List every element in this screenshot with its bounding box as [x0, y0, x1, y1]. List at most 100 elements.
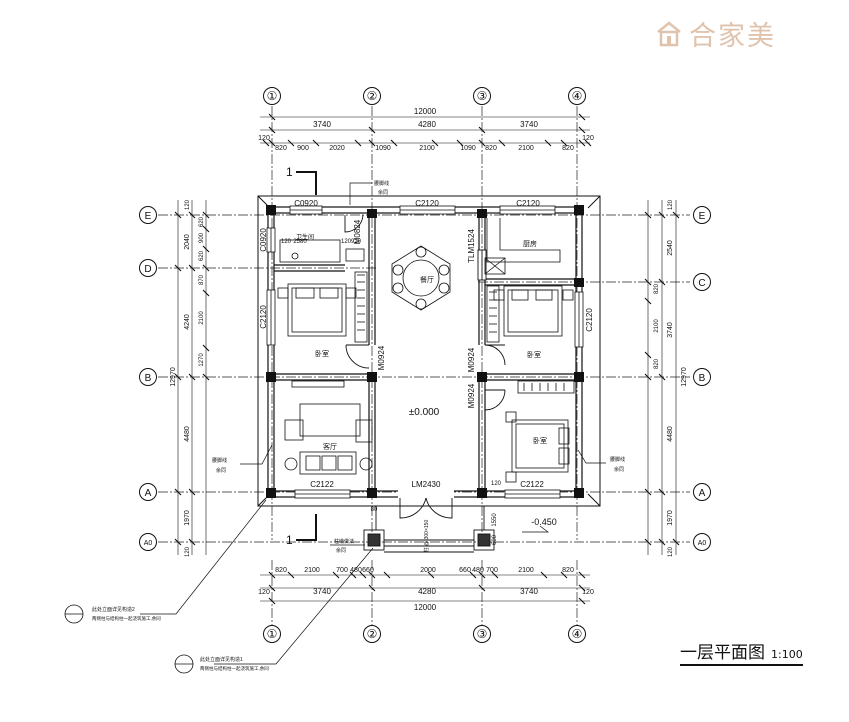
dim-left-span-2: 4240: [184, 314, 191, 330]
axis-col-1-bottom: ①: [267, 627, 278, 641]
note-2-body: 两侧柱与结构柱一起浇筑施工,余同: [200, 665, 269, 672]
dim-bot-edge-left: 120: [258, 589, 270, 596]
dim-top-edge-left: 120: [258, 135, 270, 142]
dim-bot-detail-2: 2100: [304, 567, 320, 574]
dim-porch-120: 120: [491, 481, 502, 487]
label-c2120-right: C2120: [585, 308, 594, 332]
dim-bot-detail-11: 820: [562, 567, 574, 574]
dim-porch-600: 600: [492, 534, 498, 545]
drawing-scale: 1:100: [771, 648, 803, 661]
dim-right-detail-2: 2100: [654, 319, 660, 333]
label-step-note: 柱 @ 300×150: [423, 520, 430, 553]
dim-bot-detail-4: 480: [350, 567, 362, 574]
section-mark-bottom: 1: [286, 533, 293, 547]
dim-right-detail-1: 820: [654, 283, 660, 294]
dim-bot-span-3: 3740: [520, 587, 538, 596]
axis-col-3-top: ③: [477, 89, 488, 103]
axis-row-a-left: A: [145, 488, 152, 499]
label-tlm1524: TLM1524: [467, 229, 476, 263]
dimension-ticks: [174, 113, 680, 605]
note-1-heading: 此处立面详见构造2: [92, 606, 135, 613]
dim-right-detail-3: 820: [654, 358, 660, 369]
watermark: 合家美: [655, 14, 776, 53]
dim-bot-span-1: 3740: [313, 587, 331, 596]
dim-bath-920: 920: [351, 239, 362, 245]
axis-row-a0-left: A0: [144, 540, 153, 547]
note-cornice-top-2: 余同: [378, 189, 388, 196]
label-c2120-top-1: C2120: [415, 199, 439, 208]
dim-top-detail-5: 2100: [419, 145, 435, 152]
room-bedroom-1: 卧室: [315, 349, 329, 358]
room-kitchen: 厨房: [523, 239, 537, 248]
dim-bot-edge-right: 120: [582, 589, 594, 596]
dim-porch-1550: 1550: [492, 513, 498, 527]
dim-left-span-1: 2040: [184, 234, 191, 250]
dim-left-detail-5: 2100: [199, 311, 205, 325]
roof-outline: [257, 195, 601, 507]
dim-bath-120b: 120: [341, 239, 352, 245]
axis-col-3-bottom: ③: [477, 627, 488, 641]
section-mark-top: 1: [286, 165, 293, 179]
outside-elevation: -0.450: [531, 517, 557, 527]
room-bedroom-3: 卧室: [533, 436, 547, 445]
dim-right-span-1: 2540: [667, 240, 674, 256]
dim-bot-detail-6: 2000: [420, 567, 436, 574]
dim-right-total: 12970: [681, 367, 688, 387]
axis-row-e-right: E: [699, 211, 706, 222]
dim-top-detail-1: 820: [275, 145, 287, 152]
label-m0824: M0824: [353, 219, 362, 244]
plan-text: ① ② ③ ④ ① ② ③ ④ E D B A A0 E C B A A0 12…: [92, 89, 706, 672]
axis-col-2-bottom: ②: [367, 627, 378, 641]
label-m0924-c: M0924: [467, 383, 476, 408]
furniture: [277, 218, 575, 483]
dim-top-edge-right: 120: [582, 135, 594, 142]
dim-bot-detail-1: 820: [275, 567, 287, 574]
dim-bot-detail-3: 700: [336, 567, 348, 574]
room-bedroom-2: 卧室: [527, 350, 541, 359]
dim-left-span-3: 4480: [184, 426, 191, 442]
dim-top-detail-7: 820: [485, 145, 497, 152]
dim-left-edge-bottom: 120: [185, 546, 191, 557]
label-c0920-left: C0920: [259, 228, 268, 252]
dim-left-total: 12970: [170, 367, 177, 387]
dim-top-detail-8: 2100: [518, 145, 534, 152]
dim-top-span-2: 4280: [418, 120, 436, 129]
note-2-heading: 此处立面详见构造1: [200, 656, 243, 663]
note-column: 柱墩做法: [334, 538, 354, 545]
label-c2122-a: C2122: [310, 480, 334, 489]
dim-bot-total: 12000: [414, 603, 437, 612]
dim-left-detail-2: 900: [199, 232, 205, 243]
drawing-title: 一层平面图 1:100: [680, 638, 803, 666]
dim-top-detail-3: 2020: [329, 145, 345, 152]
watermark-brand: 合家美: [689, 21, 776, 52]
porch: [363, 506, 495, 553]
dim-bath-width: 2580: [293, 239, 307, 245]
dim-bot-detail-10: 2100: [518, 567, 534, 574]
label-lm2430: LM2430: [412, 480, 441, 489]
doors: [344, 214, 506, 519]
axis-row-e-left: E: [145, 211, 152, 222]
dim-top-span-1: 3740: [313, 120, 331, 129]
dim-top-detail-4: 1090: [375, 145, 391, 152]
axis-row-d-left: D: [144, 264, 151, 275]
dim-left-detail-3: 620: [199, 250, 205, 261]
dim-right-span-3: 4480: [667, 426, 674, 442]
label-c2120-top-2: C2120: [516, 199, 540, 208]
interior-walls: [274, 213, 576, 491]
axis-col-1-top: ①: [267, 89, 278, 103]
drawing-title-text: 一层平面图: [680, 643, 765, 663]
dim-right-edge-bottom: 120: [668, 546, 674, 557]
dim-top-span-3: 3740: [520, 120, 538, 129]
dim-top-detail-9: 820: [562, 145, 574, 152]
dim-left-detail-4: 870: [199, 274, 205, 285]
note-cornice-top: 腰脚线: [374, 180, 389, 187]
axis-row-a0-right: A0: [698, 540, 707, 547]
dim-porch-80: 80: [371, 507, 378, 513]
axis-col-4-top: ④: [572, 89, 583, 103]
room-living: 客厅: [323, 442, 337, 451]
dim-bot-detail-7: 660: [459, 567, 471, 574]
dim-top-total: 12000: [414, 107, 437, 116]
dim-left-span-4: 1970: [184, 510, 191, 526]
columns: [266, 205, 584, 498]
dim-left-detail-6: 1270: [199, 353, 205, 367]
